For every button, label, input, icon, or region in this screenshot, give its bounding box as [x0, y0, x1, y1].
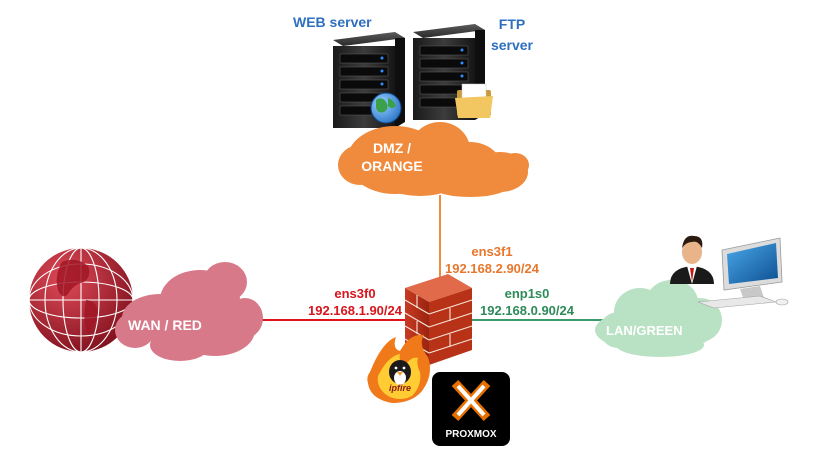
folder-icon: [455, 83, 493, 118]
ftp-server-label: FTP server: [484, 14, 540, 56]
dmz-cloud-icon: [338, 122, 529, 197]
lan-interface-name: enp1s0: [504, 286, 550, 301]
lan-interface-label: enp1s0 192.168.0.90/24: [468, 285, 586, 319]
dmz-zone-label: DMZ / ORANGE: [357, 139, 427, 175]
computer-icon: [697, 237, 789, 309]
dmz-interface-name: ens3f1: [471, 244, 513, 259]
web-server-icon: [333, 32, 405, 128]
lan-zone-label: LAN/GREEN: [606, 323, 683, 338]
wan-cloud-icon: [115, 262, 263, 361]
wan-interface-ip: 192.168.1.90/24: [308, 303, 402, 318]
user-icon: [670, 235, 714, 284]
dmz-zone-label-line1: DMZ /: [372, 140, 412, 156]
proxmox-logo-text: PROXMOX: [445, 429, 496, 440]
dmz-interface-label: ens3f1 192.168.2.90/24: [432, 243, 552, 277]
web-server-label: WEB server: [293, 14, 372, 30]
ftp-server-label-line1: FTP: [498, 16, 526, 32]
lan-cloud-icon: [595, 280, 722, 357]
wan-interface-name: ens3f0: [334, 286, 376, 301]
proxmox-logo-icon: PROXMOX: [432, 372, 510, 446]
small-globe-icon: [370, 92, 402, 124]
lan-interface-ip: 192.168.0.90/24: [480, 303, 574, 318]
dmz-zone-label-line2: ORANGE: [361, 158, 423, 174]
dmz-interface-ip: 192.168.2.90/24: [445, 261, 539, 276]
globe-icon: [28, 247, 134, 353]
wan-interface-label: ens3f0 192.168.1.90/24: [296, 285, 414, 319]
wan-zone-label: WAN / RED: [128, 317, 202, 333]
ipfire-logo-icon: ipfire: [367, 334, 430, 403]
ipfire-logo-text: ipfire: [389, 383, 411, 393]
ftp-server-label-line2: server: [490, 37, 534, 53]
